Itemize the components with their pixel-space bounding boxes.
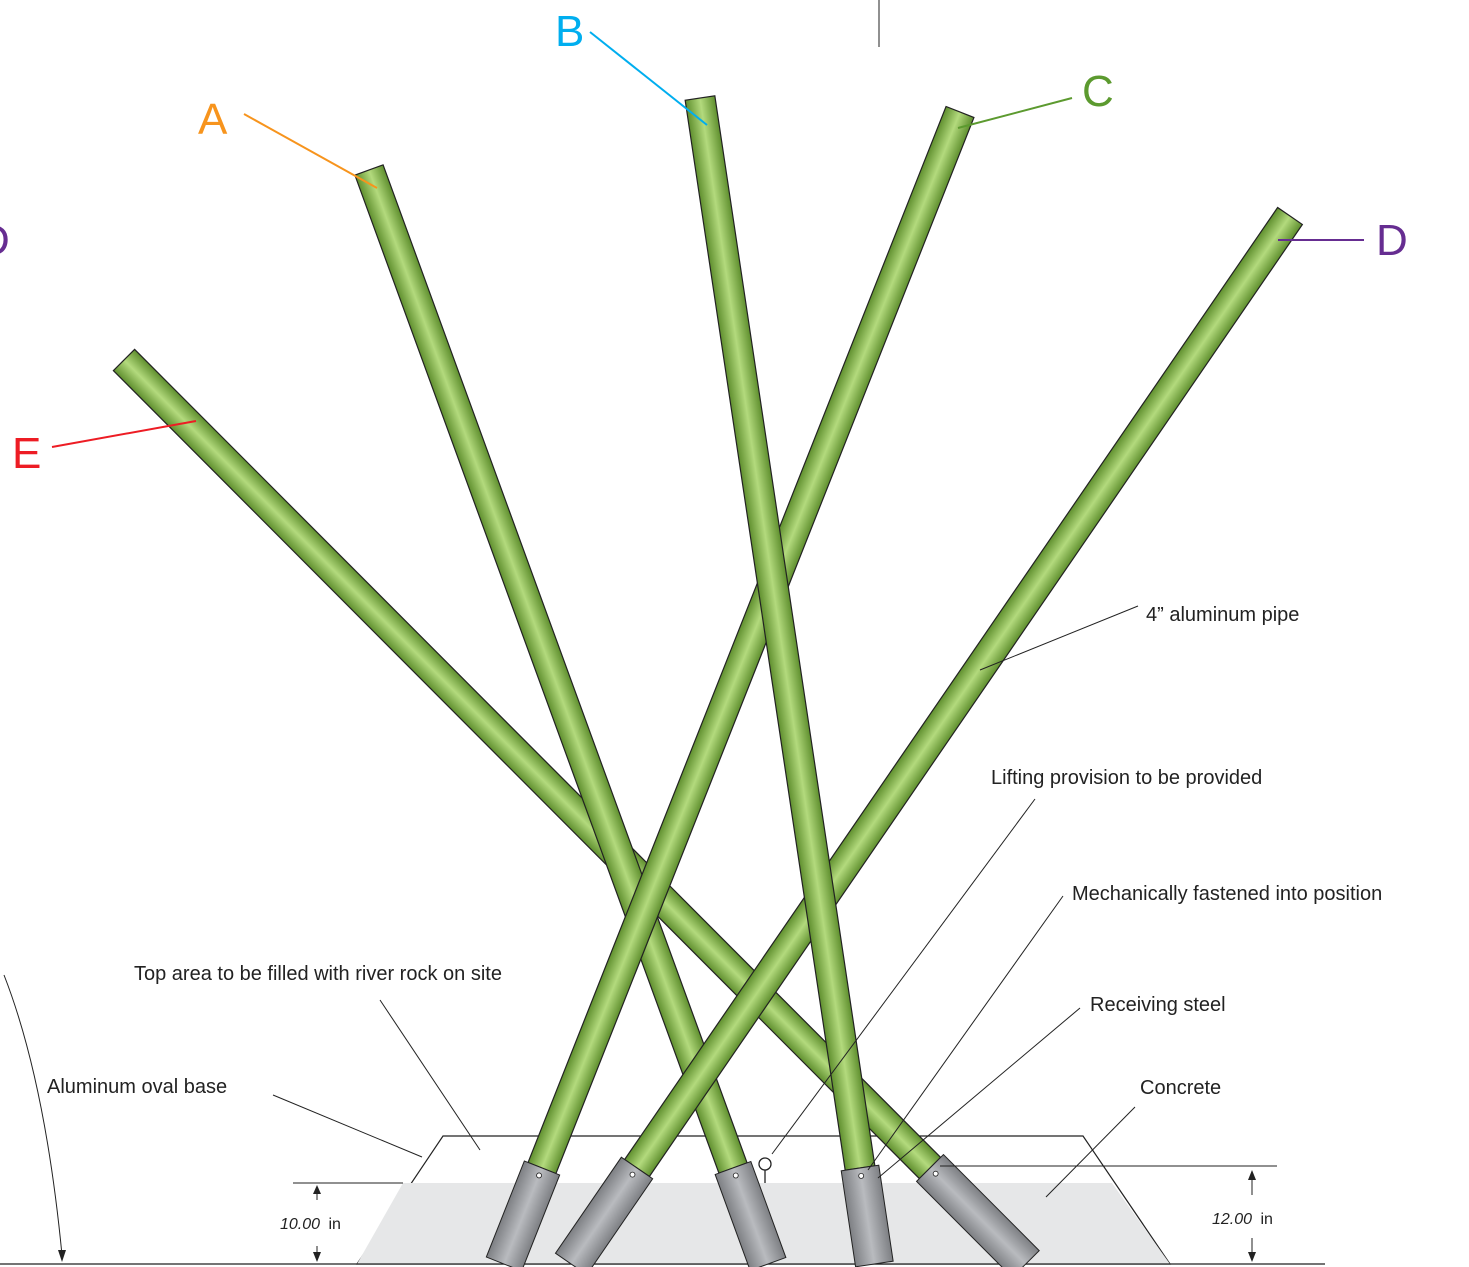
dimension-right-value: 12.00: [1212, 1211, 1252, 1228]
svg-text:12.00 in: 12.00 in: [1212, 1211, 1273, 1228]
label-e: E: [12, 429, 41, 478]
angle-arrowhead: [58, 1250, 66, 1262]
bolt-d: [629, 1171, 636, 1178]
label-d-partial: D: [0, 216, 10, 265]
annotations: 4” aluminum pipe Lifting provision to be…: [47, 604, 1382, 1198]
leader-b: [589, 31, 708, 126]
dimension-left: 10.00 in: [280, 1182, 403, 1265]
label-c: C: [1082, 67, 1114, 116]
note-pipe: 4” aluminum pipe: [1146, 604, 1299, 626]
socket-a: [714, 1160, 787, 1267]
dimension-left-value: 10.00: [280, 1216, 320, 1233]
pipe-callouts: A B C D E D: [0, 7, 1408, 478]
bolt-b: [858, 1173, 865, 1179]
leader-c: [957, 97, 1073, 129]
label-d: D: [1376, 216, 1408, 265]
socket-b: [840, 1164, 894, 1267]
leader-e: [51, 420, 197, 448]
note-receiving: Receiving steel: [1090, 994, 1226, 1016]
label-b: B: [555, 7, 584, 56]
bolt-c: [536, 1172, 542, 1179]
dimension-right: 12.00 in: [940, 1165, 1277, 1265]
bolt-a: [732, 1172, 739, 1179]
angle-arc: [3, 974, 63, 1256]
note-fastened: Mechanically fastened into position: [1072, 883, 1382, 905]
leader-a: [243, 113, 378, 189]
note-lifting: Lifting provision to be provided: [991, 767, 1262, 789]
receiving-steel-group: [485, 1153, 1040, 1267]
bolt-e: [932, 1170, 939, 1177]
note-base: Aluminum oval base: [47, 1076, 227, 1098]
svg-text:10.00 in: 10.00 in: [280, 1216, 341, 1233]
dimension-right-unit: in: [1261, 1211, 1273, 1228]
socket-c: [485, 1160, 561, 1267]
socket-d: [554, 1156, 654, 1267]
pipe-group: [112, 95, 1304, 1180]
note-concrete: Concrete: [1140, 1077, 1221, 1099]
note-top-area: Top area to be filled with river rock on…: [134, 963, 502, 985]
socket-e: [915, 1153, 1040, 1267]
lifting-hook-icon: [758, 1157, 772, 1183]
dimension-left-unit: in: [329, 1216, 341, 1233]
label-a: A: [198, 95, 228, 144]
